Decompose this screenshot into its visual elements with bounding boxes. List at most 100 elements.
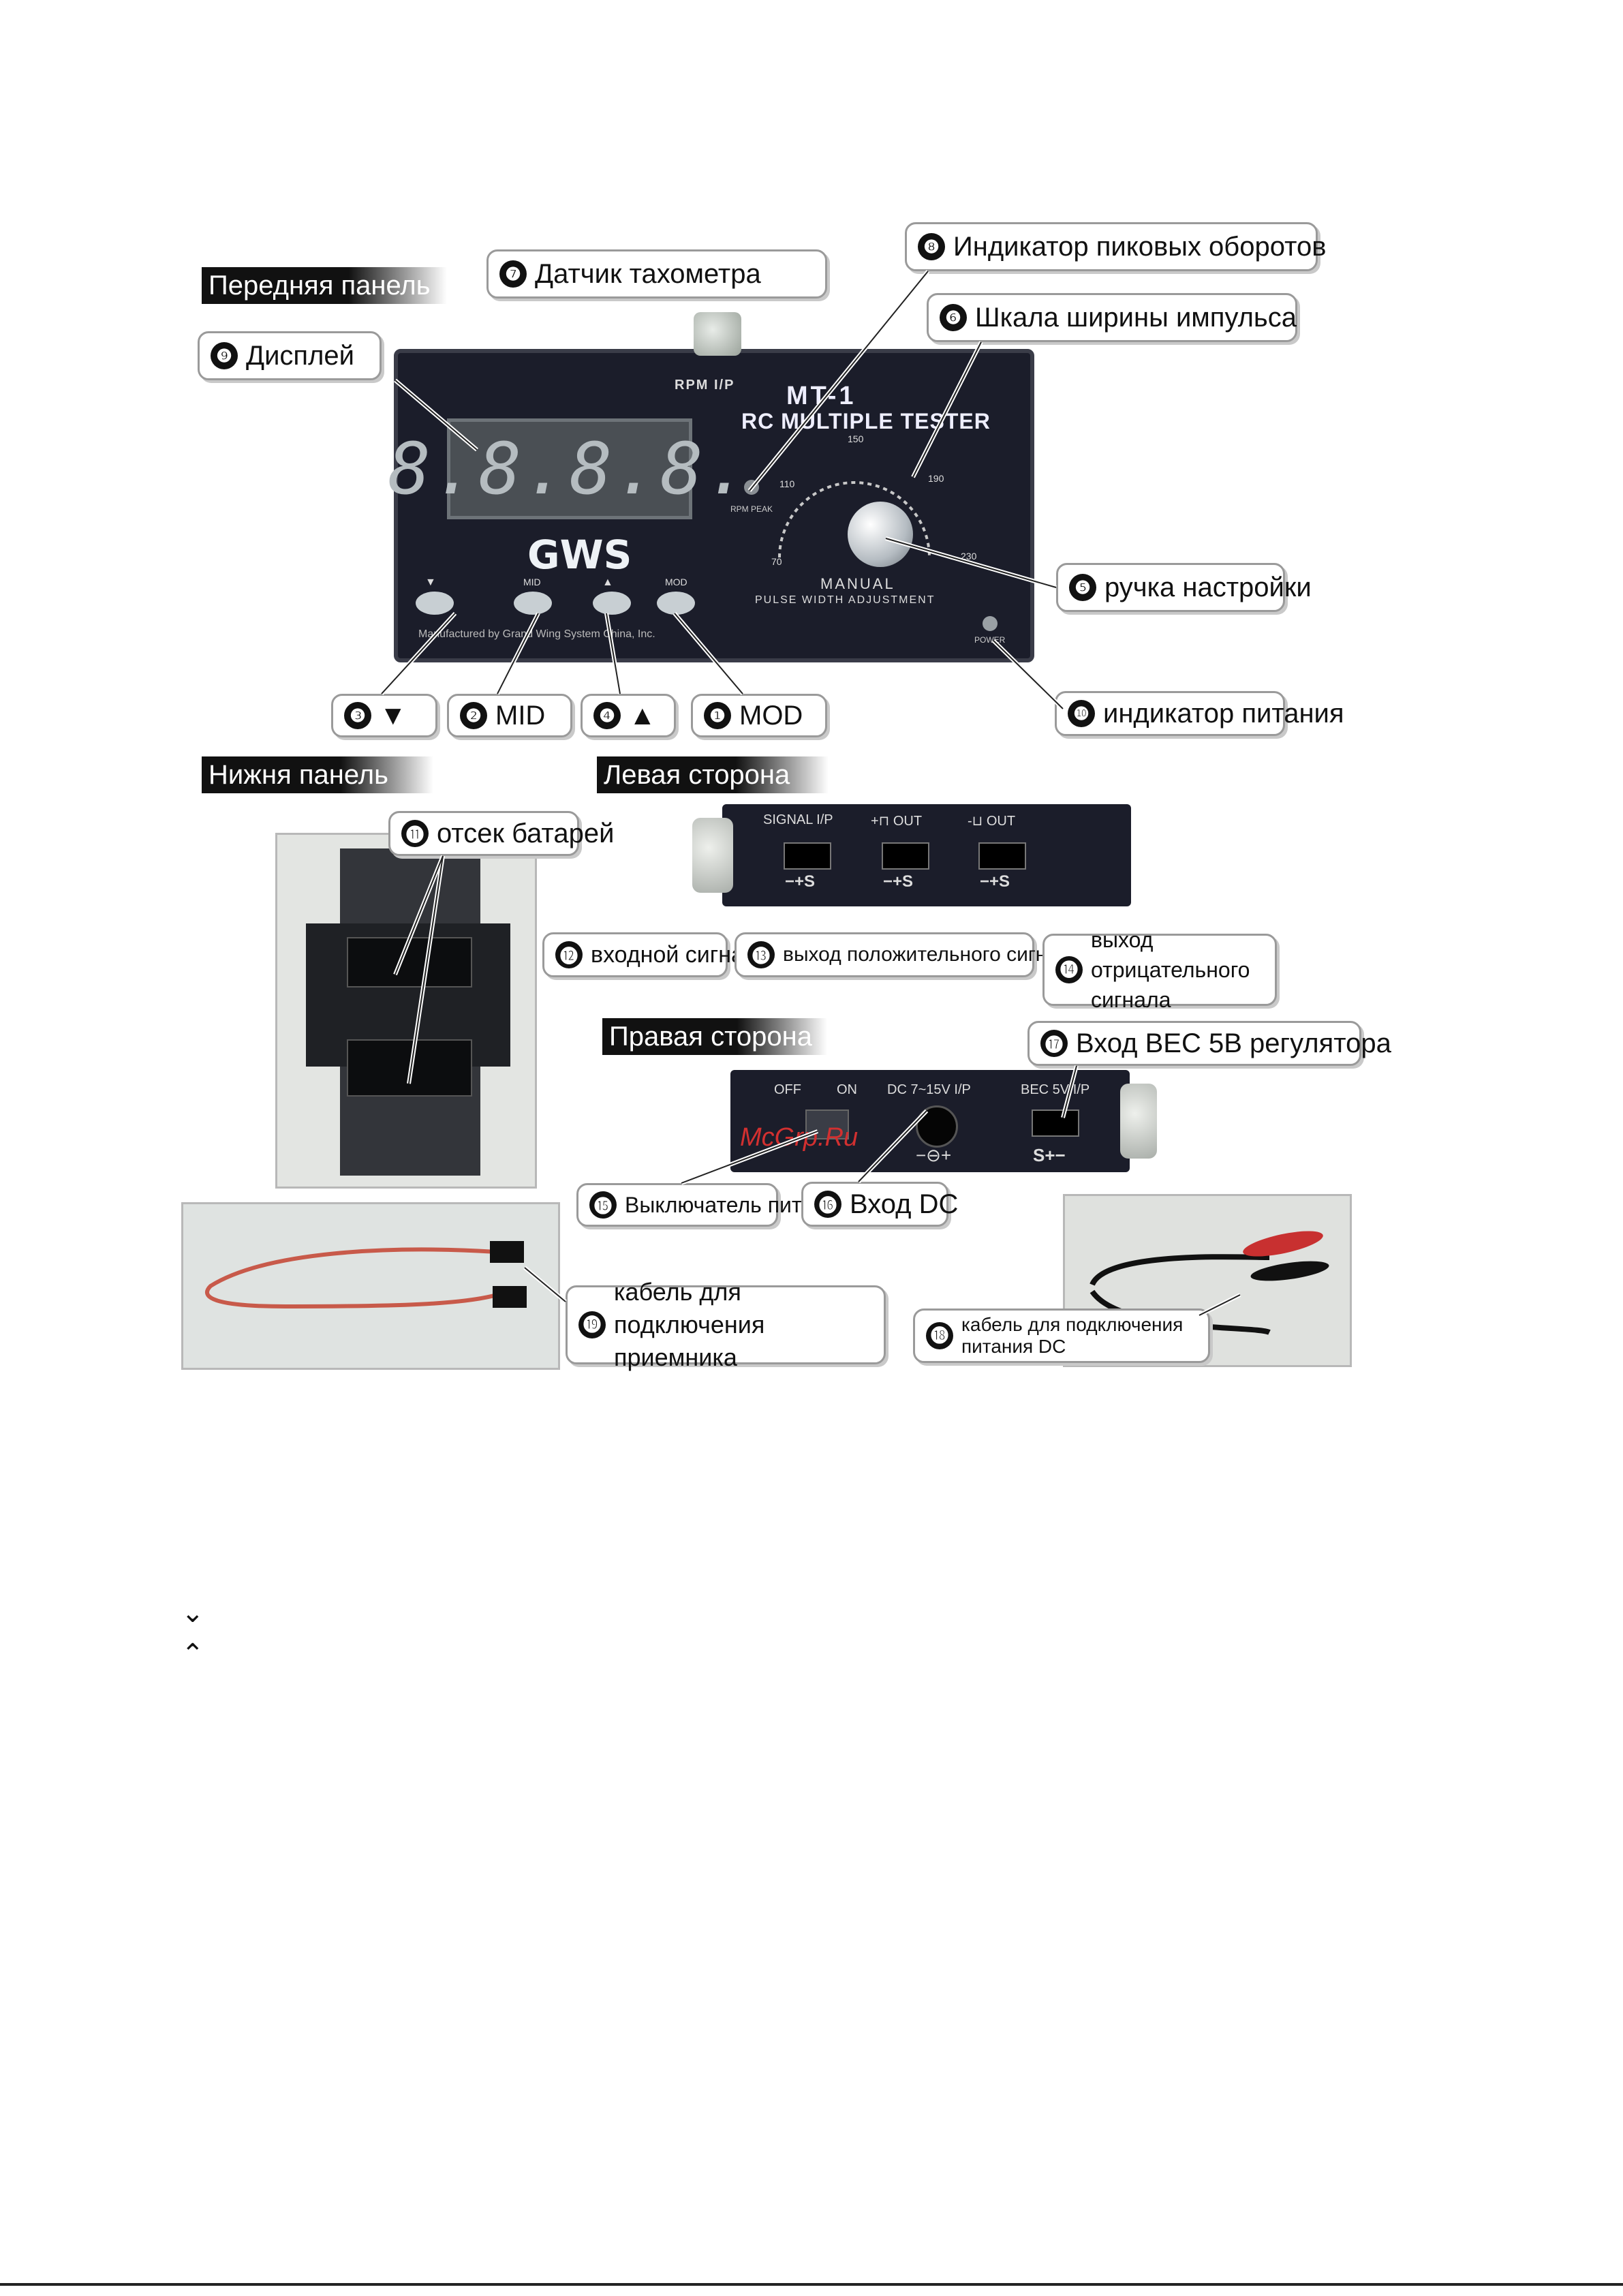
led-display: 8.8.8.8. [388, 418, 748, 519]
rpm-peak-label: RPM PEAK [730, 504, 773, 514]
pins-neg: −+S [980, 872, 1010, 891]
callout-number: ⓯ [589, 1191, 617, 1219]
callout-text: выход отрицательного сигнала [1091, 928, 1250, 1012]
callout-number: ❸ [344, 702, 371, 729]
callout-number: ⓳ [578, 1311, 606, 1338]
leader-lines [380, 270, 1241, 1317]
positive-output-port[interactable] [882, 842, 929, 870]
port-pos-label: +⊓ OUT [871, 814, 923, 829]
bec-pins: S+− [1033, 1145, 1066, 1165]
callout-number: ❼ [499, 260, 527, 288]
up-button[interactable] [593, 592, 631, 615]
scale-110: 110 [779, 478, 795, 489]
port-neg-label: -⊔ OUT [968, 814, 1016, 829]
receiver-cable-photo [181, 1202, 560, 1370]
callout-knob: ❺ ручка настройки [1056, 563, 1312, 612]
mod-button[interactable] [657, 592, 695, 615]
callout-text: Дисплей [246, 340, 355, 371]
callout-dc-cable: ⓲ кабель для подключения питания DC [913, 1308, 1210, 1363]
btn-mid-label: MID [523, 577, 541, 587]
callout-number: ❻ [940, 304, 967, 331]
callout-number: ⓰ [814, 1191, 841, 1218]
dc-input-label: DC 7~15V I/P [887, 1082, 971, 1097]
pwa-label: PULSE WIDTH ADJUSTMENT [755, 594, 936, 606]
receiver-cable-drawing [205, 1241, 527, 1309]
callout-mod: ❶ MOD [691, 694, 827, 737]
callout-number: ❾ [211, 342, 238, 369]
callout-peak-rpm: ❽ Индикатор пиковых оборотов [905, 222, 1326, 271]
tach-sensor-right [1120, 1084, 1157, 1159]
down-button[interactable] [416, 592, 454, 615]
maker-label: Manufactured by Grand Wing System China,… [418, 628, 655, 640]
callout-number: ⓭ [747, 941, 775, 968]
callout-text: Вход DC [850, 1189, 959, 1219]
callout-text: кабель для подключения приемника [614, 1278, 765, 1371]
callout-negative-output: ⓮ выход отрицательного сигнала [1042, 928, 1277, 1012]
subtitle-label: RC MULTIPLE TESTER [741, 409, 991, 433]
callout-text: Шкала ширины импульса [975, 302, 1297, 333]
power-led [983, 616, 998, 631]
callout-text: кабель для подключения питания DC [961, 1314, 1184, 1357]
down-arrow-icon: ⌄ [181, 1597, 204, 1629]
dc-polarity: −⊖+ [916, 1145, 952, 1165]
mid-button[interactable] [514, 592, 552, 615]
callout-signal-input: ⓬ входной сигнал [542, 932, 758, 977]
scale-150: 150 [848, 433, 864, 444]
pulse-width-scale [778, 481, 931, 558]
tach-sensor-side [692, 818, 733, 893]
negative-output-port[interactable] [978, 842, 1026, 870]
scale-190: 190 [928, 473, 944, 484]
callout-number: ⓱ [1040, 1030, 1068, 1057]
callout-tachometer: ❼ Датчик тахометра [486, 249, 827, 299]
callout-number: ❿ [1068, 700, 1095, 727]
up-arrow-icon: ⌃ [181, 1638, 204, 1670]
callout-text: ▲ [629, 700, 656, 731]
btn-down-label: ▼ [425, 577, 436, 588]
callout-number: ❽ [918, 233, 945, 260]
brand-logo: GWS [527, 532, 632, 578]
callout-battery: ⓫ отсек батарей [388, 811, 614, 856]
battery-slot-1 [347, 937, 472, 988]
callout-pulse-scale: ❻ Шкала ширины импульса [927, 293, 1297, 342]
callout-text: MOD [739, 700, 803, 731]
device-right-side: OFF ON DC 7~15V I/P BEC 5V I/P −⊖+ S+− [730, 1070, 1157, 1172]
switch-on-label: ON [837, 1082, 857, 1097]
callout-dc-input: ⓰ Вход DC [801, 1182, 958, 1227]
signal-input-port[interactable] [784, 842, 831, 870]
callout-power-indicator: ❿ индикатор питания [1055, 691, 1344, 736]
callout-text: входной сигнал [591, 941, 758, 968]
callout-down: ❸ ▼ [331, 694, 437, 737]
pins-signal: −+S [785, 872, 816, 891]
manual-label: MANUAL [820, 575, 895, 592]
tachometer-sensor [694, 312, 741, 356]
section-left-side: Левая сторона [597, 756, 829, 793]
callout-text: индикатор питания [1103, 698, 1344, 729]
callout-text: ручка настройки [1104, 572, 1312, 602]
power-switch[interactable] [805, 1109, 849, 1139]
callout-number: ❶ [704, 702, 731, 729]
callout-number: ❺ [1069, 574, 1096, 601]
bec-port[interactable] [1032, 1109, 1079, 1137]
callout-number: ⓮ [1055, 956, 1083, 983]
callout-number: ❹ [593, 702, 621, 729]
device-front-panel: RPM I/P 8.8.8.8. GWS MT-1 RC MULTIPLE TE… [388, 312, 1034, 662]
port-signal-label: SIGNAL I/P [763, 812, 833, 827]
page-bottom-rule [0, 2283, 1623, 2286]
device-left-side: SIGNAL I/P +⊓ OUT -⊔ OUT −+S −+S −+S [692, 804, 1131, 906]
callout-number: ⓫ [401, 820, 429, 847]
callout-mid: ❷ MID [447, 694, 572, 737]
switch-off-label: OFF [774, 1082, 801, 1097]
scale-70: 70 [771, 556, 782, 567]
btn-mod-label: MOD [665, 577, 687, 587]
callout-text: выход положительного сигнала [783, 943, 1082, 966]
callout-up: ❹ ▲ [581, 694, 676, 737]
btn-up-label: ▲ [602, 577, 613, 588]
callout-positive-output: ⓭ выход положительного сигнала [735, 932, 1081, 977]
callout-receiver-cable: ⓳ кабель для подключения приемника [566, 1278, 886, 1371]
section-right-side: Правая сторона [602, 1018, 827, 1055]
callout-bec-input: ⓱ Вход BEC 5B регулятора [1027, 1021, 1391, 1066]
callout-text: ▼ [380, 700, 407, 731]
callout-text: Датчик тахометра [535, 258, 761, 289]
adjustment-knob[interactable] [848, 502, 913, 567]
